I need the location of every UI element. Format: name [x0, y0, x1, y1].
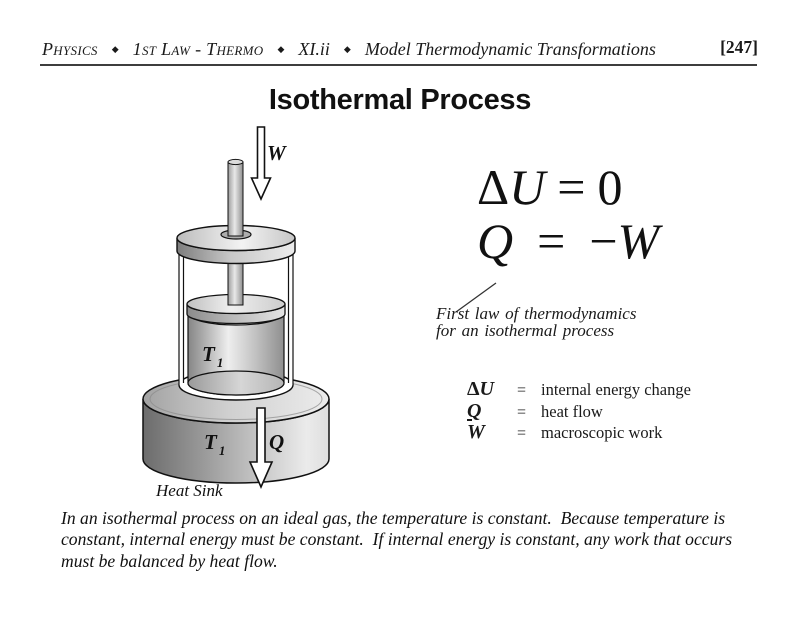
annotation-line: First law of thermodynamics: [436, 304, 637, 323]
legend-row: Q = heat flow: [467, 400, 691, 422]
paragraph-line: In an isothermal process on an ideal gas…: [61, 508, 726, 528]
header-rule: [40, 64, 757, 66]
work-label: W: [267, 141, 287, 165]
annotation-line: for an isothermal process: [436, 320, 615, 340]
diamond-separator-icon: ◆: [111, 45, 119, 55]
section-label: XI.ii: [298, 39, 330, 59]
work-arrow-icon: [250, 126, 272, 201]
equals-sign: =: [557, 159, 586, 215]
page-header: Physics ◆ 1st Law - Thermo ◆ XI.ii ◆ Mod…: [42, 39, 656, 60]
symbol-legend: ΔU = internal energy change Q = heat flo…: [467, 378, 691, 443]
equals-sign: =: [537, 213, 566, 269]
equation-q-equals-minus-w: Q =−W: [477, 216, 659, 266]
first-law-annotation: First law of thermodynamics for an isoth…: [436, 304, 637, 340]
piston-cylinder-diagram: W Q T1 T1 Heat Sink: [142, 126, 330, 500]
paragraph-line: must be balanced by heat flow.: [61, 550, 278, 571]
piston-rod: [227, 158, 244, 237]
legend-description: macroscopic work: [541, 423, 663, 442]
legend-description: heat flow: [541, 401, 603, 421]
minus-sign: −: [589, 213, 618, 269]
diamond-separator-icon: ◆: [343, 45, 351, 55]
paragraph-line: constant, internal energy must be consta…: [61, 529, 733, 550]
delta-symbol: Δ: [477, 159, 510, 215]
legend-symbol-w: W: [467, 421, 485, 443]
equals-sign: =: [517, 382, 527, 399]
page-title: Isothermal Process: [268, 84, 532, 116]
value-zero: 0: [597, 159, 623, 215]
variable-w: W: [617, 213, 660, 269]
body-paragraph: In an isothermal process on an ideal gas…: [61, 508, 732, 572]
legend-row: W = macroscopic work: [467, 421, 691, 443]
unit-label: 1st Law - Thermo: [132, 39, 264, 59]
annotation-pointer-line: [455, 282, 497, 313]
legend-row: ΔU = internal energy change: [467, 378, 691, 400]
heat-sink-caption: Heat Sink: [155, 481, 223, 500]
heat-arrow-icon: [248, 407, 274, 489]
variable-u: U: [509, 159, 546, 215]
equals-sign: =: [517, 425, 527, 442]
glass-cylinder-walls: [178, 247, 294, 385]
equation-delta-u: ΔU=0: [477, 162, 622, 212]
diamond-separator-icon: ◆: [277, 45, 285, 55]
legend-symbol-delta-u: ΔU: [467, 378, 494, 400]
course-label: Physics: [42, 39, 98, 59]
equals-sign: =: [517, 403, 527, 421]
heat-label: Q: [269, 430, 284, 454]
legend-description: internal energy change: [541, 380, 691, 399]
header-subtitle: Model Thermodynamic Transformations: [364, 39, 656, 59]
legend-symbol-q: Q: [467, 399, 482, 422]
variable-q: Q: [477, 213, 514, 269]
gas-chamber: [187, 312, 285, 396]
page-number: [247]: [720, 37, 758, 57]
